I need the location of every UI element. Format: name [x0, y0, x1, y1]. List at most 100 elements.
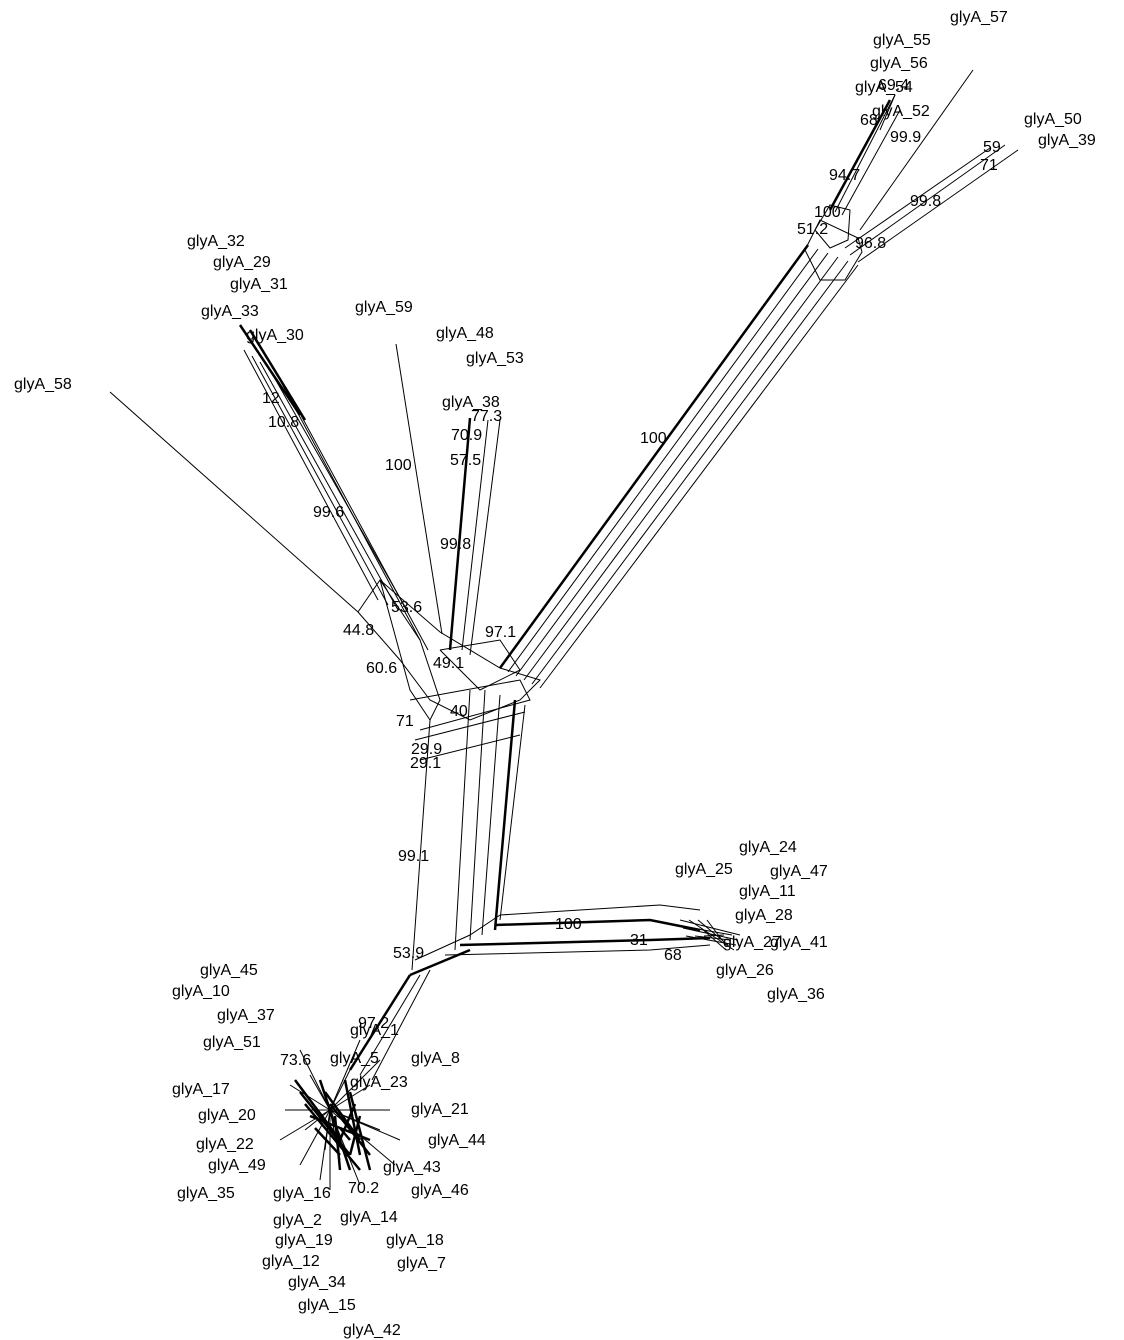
taxon-label: glyA_41 [770, 934, 828, 951]
support-value-label: 99.1 [398, 848, 429, 865]
trunk-edge-lower [411, 719, 431, 971]
support-value-label: 53.6 [391, 599, 422, 616]
tip-edge-lowerleft [333, 1115, 342, 1171]
tip-edge-right [700, 927, 727, 951]
taxon-label: glyA_58 [14, 376, 72, 393]
support-value-label: 60.6 [366, 660, 397, 677]
taxon-label: glyA_38 [442, 394, 500, 411]
taxon-label: glyA_47 [770, 863, 828, 880]
central-split-box [414, 711, 526, 741]
central-split-box [379, 579, 441, 721]
taxon-label: glyA_29 [213, 254, 271, 271]
clade-edge-topleft [259, 361, 399, 611]
taxon-label: glyA_24 [739, 839, 797, 856]
taxon-label: glyA_16 [273, 1185, 331, 1202]
tip-edge-lowerleft [304, 1103, 361, 1171]
taxon-label: glyA_37 [217, 1007, 275, 1024]
support-value-label: 100 [640, 430, 667, 447]
support-value-label: 44.8 [343, 622, 374, 639]
taxon-label: glyA_35 [177, 1185, 235, 1202]
taxon-label: glyA_18 [386, 1232, 444, 1249]
taxon-label: glyA_39 [1038, 132, 1096, 149]
taxon-label: glyA_19 [275, 1232, 333, 1249]
support-value-label: 69.4 [878, 77, 909, 94]
clade-edge-glyA_54 [879, 94, 896, 131]
clade-edge-right [414, 914, 501, 961]
clade-edge-lowerleft [348, 974, 412, 1071]
support-value-label: 51.2 [797, 221, 828, 238]
tip-edge-right [697, 919, 729, 946]
support-value-label: 99.8 [910, 193, 941, 210]
taxon-label: glyA_32 [187, 233, 245, 250]
taxon-label: glyA_54 [855, 79, 913, 96]
trunk-edge-lower [493, 699, 517, 931]
taxon-label: glyA_43 [383, 1159, 441, 1176]
tip-edge-lowerleft [299, 1049, 331, 1111]
trunk-edge-upper [515, 252, 829, 677]
support-value-label: 99.9 [890, 129, 921, 146]
support-value-label: 99.8 [440, 536, 471, 553]
support-value-label: 31 [630, 932, 648, 949]
support-value-label: 49.1 [433, 655, 464, 672]
support-value-label: 71 [980, 157, 998, 174]
trunk-edge-upper [531, 260, 849, 685]
taxon-label: glyA_11 [739, 883, 796, 900]
trunk-edge-upper [498, 244, 810, 669]
support-value-label: 57.5 [450, 452, 481, 469]
pendant-edge-glyA_58 [109, 391, 359, 613]
taxon-label: glyA_51 [203, 1034, 261, 1051]
clade-edge-glyA_38 [469, 419, 501, 656]
clade-edge-topleft [289, 394, 429, 651]
clade-edge-topleft [251, 355, 389, 606]
trunk-edge-upper [523, 256, 839, 681]
central-split-box [409, 679, 531, 731]
taxon-label: glyA_27 [723, 934, 781, 951]
support-value-label: 53.9 [393, 945, 424, 962]
support-value-label: 12 [262, 390, 280, 407]
tip-edge-lowerleft [289, 1084, 331, 1111]
taxon-label: glyA_59 [355, 299, 413, 316]
tip-edge-lowerleft [338, 1103, 357, 1141]
taxon-label: glyA_10 [172, 983, 230, 1000]
taxon-label: glyA_23 [350, 1074, 408, 1091]
support-value-label: 40 [450, 703, 468, 720]
tip-edge-lowerleft [329, 1039, 361, 1111]
taxon-label: glyA_20 [198, 1107, 256, 1124]
tip-edge-lowerleft [309, 1074, 331, 1111]
taxon-label: glyA_45 [200, 962, 258, 979]
support-value-label: 70.2 [348, 1180, 379, 1197]
clade-edge-right [494, 918, 701, 932]
support-value-label: 29.1 [410, 755, 441, 772]
support-value-label: 100 [814, 204, 841, 221]
taxon-label: glyA_31 [230, 276, 288, 293]
split-box [814, 204, 851, 249]
support-value-label: 97.1 [485, 624, 516, 641]
taxon-label: glyA_36 [767, 986, 825, 1003]
taxon-label: glyA_17 [172, 1081, 230, 1098]
clade-edge-pair [844, 147, 991, 249]
taxon-label: glyA_55 [873, 32, 931, 49]
clade-edge-right [499, 904, 701, 916]
tip-edge-right [706, 919, 723, 941]
tip-edge-right [685, 935, 737, 946]
clade-edge-right [459, 936, 711, 947]
clade-edge-topleft [243, 349, 379, 601]
taxon-label: glyA_46 [411, 1182, 469, 1199]
clade-edge-glyA_52 [841, 109, 901, 216]
clade-edge-right [444, 944, 711, 956]
tip-edge-right [679, 919, 741, 936]
taxon-label: glyA_26 [716, 962, 774, 979]
central-split-box [357, 579, 541, 721]
taxon-label: glyA_52 [872, 103, 930, 120]
tip-edge-lowerleft [294, 1079, 341, 1141]
clade-edge-glyA_48 [448, 417, 472, 651]
tip-edge-right [703, 934, 725, 937]
clade-edge-lowerleft [359, 974, 421, 1076]
taxon-label: glyA_50 [1024, 111, 1082, 128]
taxon-label: glyA_57 [950, 9, 1008, 26]
taxon-label: glyA_7 [397, 1255, 446, 1272]
clade-edge-topleft [269, 369, 409, 613]
tip-edge-lowerleft [348, 1115, 362, 1156]
